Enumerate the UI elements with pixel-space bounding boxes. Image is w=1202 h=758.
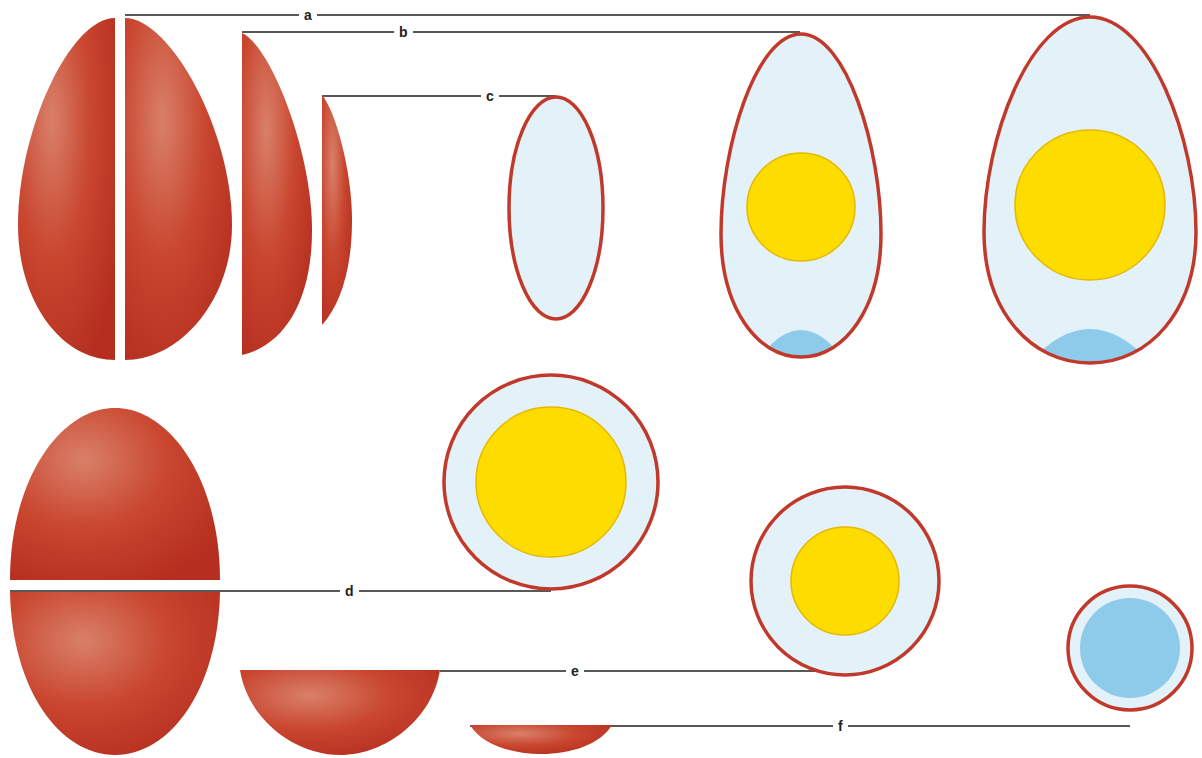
yolk bbox=[791, 527, 899, 635]
callout-letter: c bbox=[481, 88, 499, 104]
section-outline bbox=[751, 487, 939, 675]
shell-half bbox=[18, 18, 115, 360]
shell-slice bbox=[470, 725, 612, 754]
shell-slice bbox=[240, 670, 440, 755]
section-outline bbox=[444, 375, 658, 589]
shell-half bbox=[10, 408, 220, 580]
leader-line bbox=[125, 14, 1090, 16]
callout-letter: b bbox=[394, 24, 413, 40]
air-cell bbox=[1080, 598, 1180, 698]
callout-letter: e bbox=[566, 663, 584, 679]
yolk bbox=[1015, 130, 1165, 280]
section-outline bbox=[721, 34, 881, 357]
leader-line bbox=[242, 31, 800, 33]
yolk bbox=[476, 407, 626, 557]
shell-half bbox=[125, 18, 232, 360]
callout-letter: a bbox=[299, 7, 317, 23]
leader-line bbox=[440, 670, 845, 672]
egg-white bbox=[721, 34, 881, 357]
leader-line bbox=[322, 95, 556, 97]
section-outline bbox=[509, 97, 603, 319]
egg-white bbox=[984, 17, 1196, 363]
leader-line bbox=[10, 590, 551, 592]
section-outline bbox=[1068, 586, 1192, 710]
callout-letter: f bbox=[833, 718, 848, 734]
yolk bbox=[747, 153, 855, 261]
section-outline bbox=[984, 17, 1196, 363]
shell-slice bbox=[322, 95, 352, 325]
callout-letter: d bbox=[340, 583, 359, 599]
shell-half bbox=[10, 592, 220, 755]
shell-slice bbox=[242, 33, 312, 355]
